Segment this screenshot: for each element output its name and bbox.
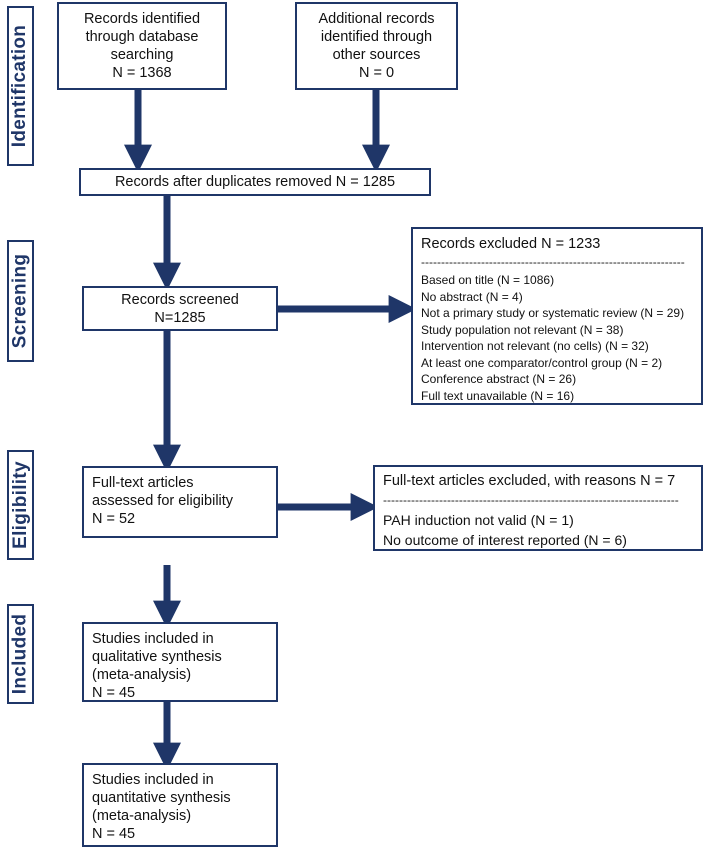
fulltext-assessed-line-2: assessed for eligibility xyxy=(92,493,234,509)
records-screened-label: Records screened xyxy=(121,291,239,308)
excluded-reason: Intervention not relevant (no cells) (N … xyxy=(421,339,649,353)
identified-database-line-1: Records identified xyxy=(83,11,201,27)
qualitative-line-1: Studies included in xyxy=(92,631,214,647)
fulltext-excluded-reason: No outcome of interest reported (N = 6) xyxy=(383,532,627,548)
identified-other-count: N = 0 xyxy=(358,65,395,81)
quantitative-line-2: quantitative synthesis xyxy=(92,790,231,806)
identified-database-count: N = 1368 xyxy=(112,65,172,81)
quantitative-count: N = 45 xyxy=(92,826,136,842)
excluded-reason: At least one comparator/control group (N… xyxy=(421,355,663,370)
records-screened-box: Records screened N=1285 xyxy=(82,286,278,331)
excluded-reason: Not a primary study or systematic review… xyxy=(421,306,685,320)
records-excluded-title: Records excluded N = 1233 xyxy=(421,236,601,252)
identified-database-box: Records identified through database sear… xyxy=(57,2,227,90)
fulltext-assessed-count: N = 52 xyxy=(92,511,136,527)
excluded-reason: No abstract (N = 4) xyxy=(421,289,523,304)
identified-other-line-3: other sources xyxy=(332,47,421,63)
qualitative-count: N = 45 xyxy=(92,685,136,701)
qualitative-synthesis-box: Studies included in qualitative synthesi… xyxy=(82,622,278,702)
excluded-reason: Based on title (N = 1086) xyxy=(421,273,555,287)
stage-screening-label: Screening xyxy=(9,253,31,349)
qualitative-line-2: qualitative synthesis xyxy=(92,649,222,665)
identified-other-line-1: Additional records xyxy=(318,11,435,27)
records-excluded-box: Records excluded N = 1233 --------------… xyxy=(411,227,703,405)
excluded-reason: Conference abstract (N = 26) xyxy=(421,372,577,386)
records-excluded-separator: ----------------------------------------… xyxy=(421,255,685,269)
quantitative-line-1: Studies included in xyxy=(92,772,214,788)
stage-identification-label: Identification xyxy=(9,24,31,148)
after-duplicates-text: Records after duplicates removed N = 128… xyxy=(114,174,396,190)
stage-included-label: Included xyxy=(9,613,31,695)
fulltext-excluded-box: Full-text articles excluded, with reason… xyxy=(373,465,703,551)
stage-eligibility-label: Eligibility xyxy=(9,461,31,549)
stage-identification: Identification xyxy=(7,6,34,166)
fulltext-excluded-separator: ----------------------------------------… xyxy=(383,493,679,507)
stage-included: Included xyxy=(7,604,34,704)
quantitative-synthesis-box: Studies included in quantitative synthes… xyxy=(82,763,278,847)
excluded-reason: Study population not relevant (N = 38) xyxy=(421,322,624,337)
fulltext-excluded-reason: PAH induction not valid (N = 1) xyxy=(383,512,574,528)
fulltext-excluded-title: Full-text articles excluded, with reason… xyxy=(383,473,676,489)
after-duplicates-box: Records after duplicates removed N = 128… xyxy=(79,168,431,196)
identified-other-box: Additional records identified through ot… xyxy=(295,2,458,90)
fulltext-assessed-box: Full-text articles assessed for eligibil… xyxy=(82,466,278,538)
stage-screening: Screening xyxy=(7,240,34,362)
identified-other-line-2: identified through xyxy=(320,29,433,45)
fulltext-assessed-line-1: Full-text articles xyxy=(92,475,194,491)
qualitative-line-3: (meta-analysis) xyxy=(92,667,192,683)
identified-database-line-3: searching xyxy=(110,47,174,63)
excluded-reason: Full text unavailable (N = 16) xyxy=(421,388,575,403)
records-screened-count: N=1285 xyxy=(154,309,206,326)
identified-database-line-2: through database xyxy=(85,29,199,45)
quantitative-line-3: (meta-analysis) xyxy=(92,808,192,824)
stage-eligibility: Eligibility xyxy=(7,450,34,560)
